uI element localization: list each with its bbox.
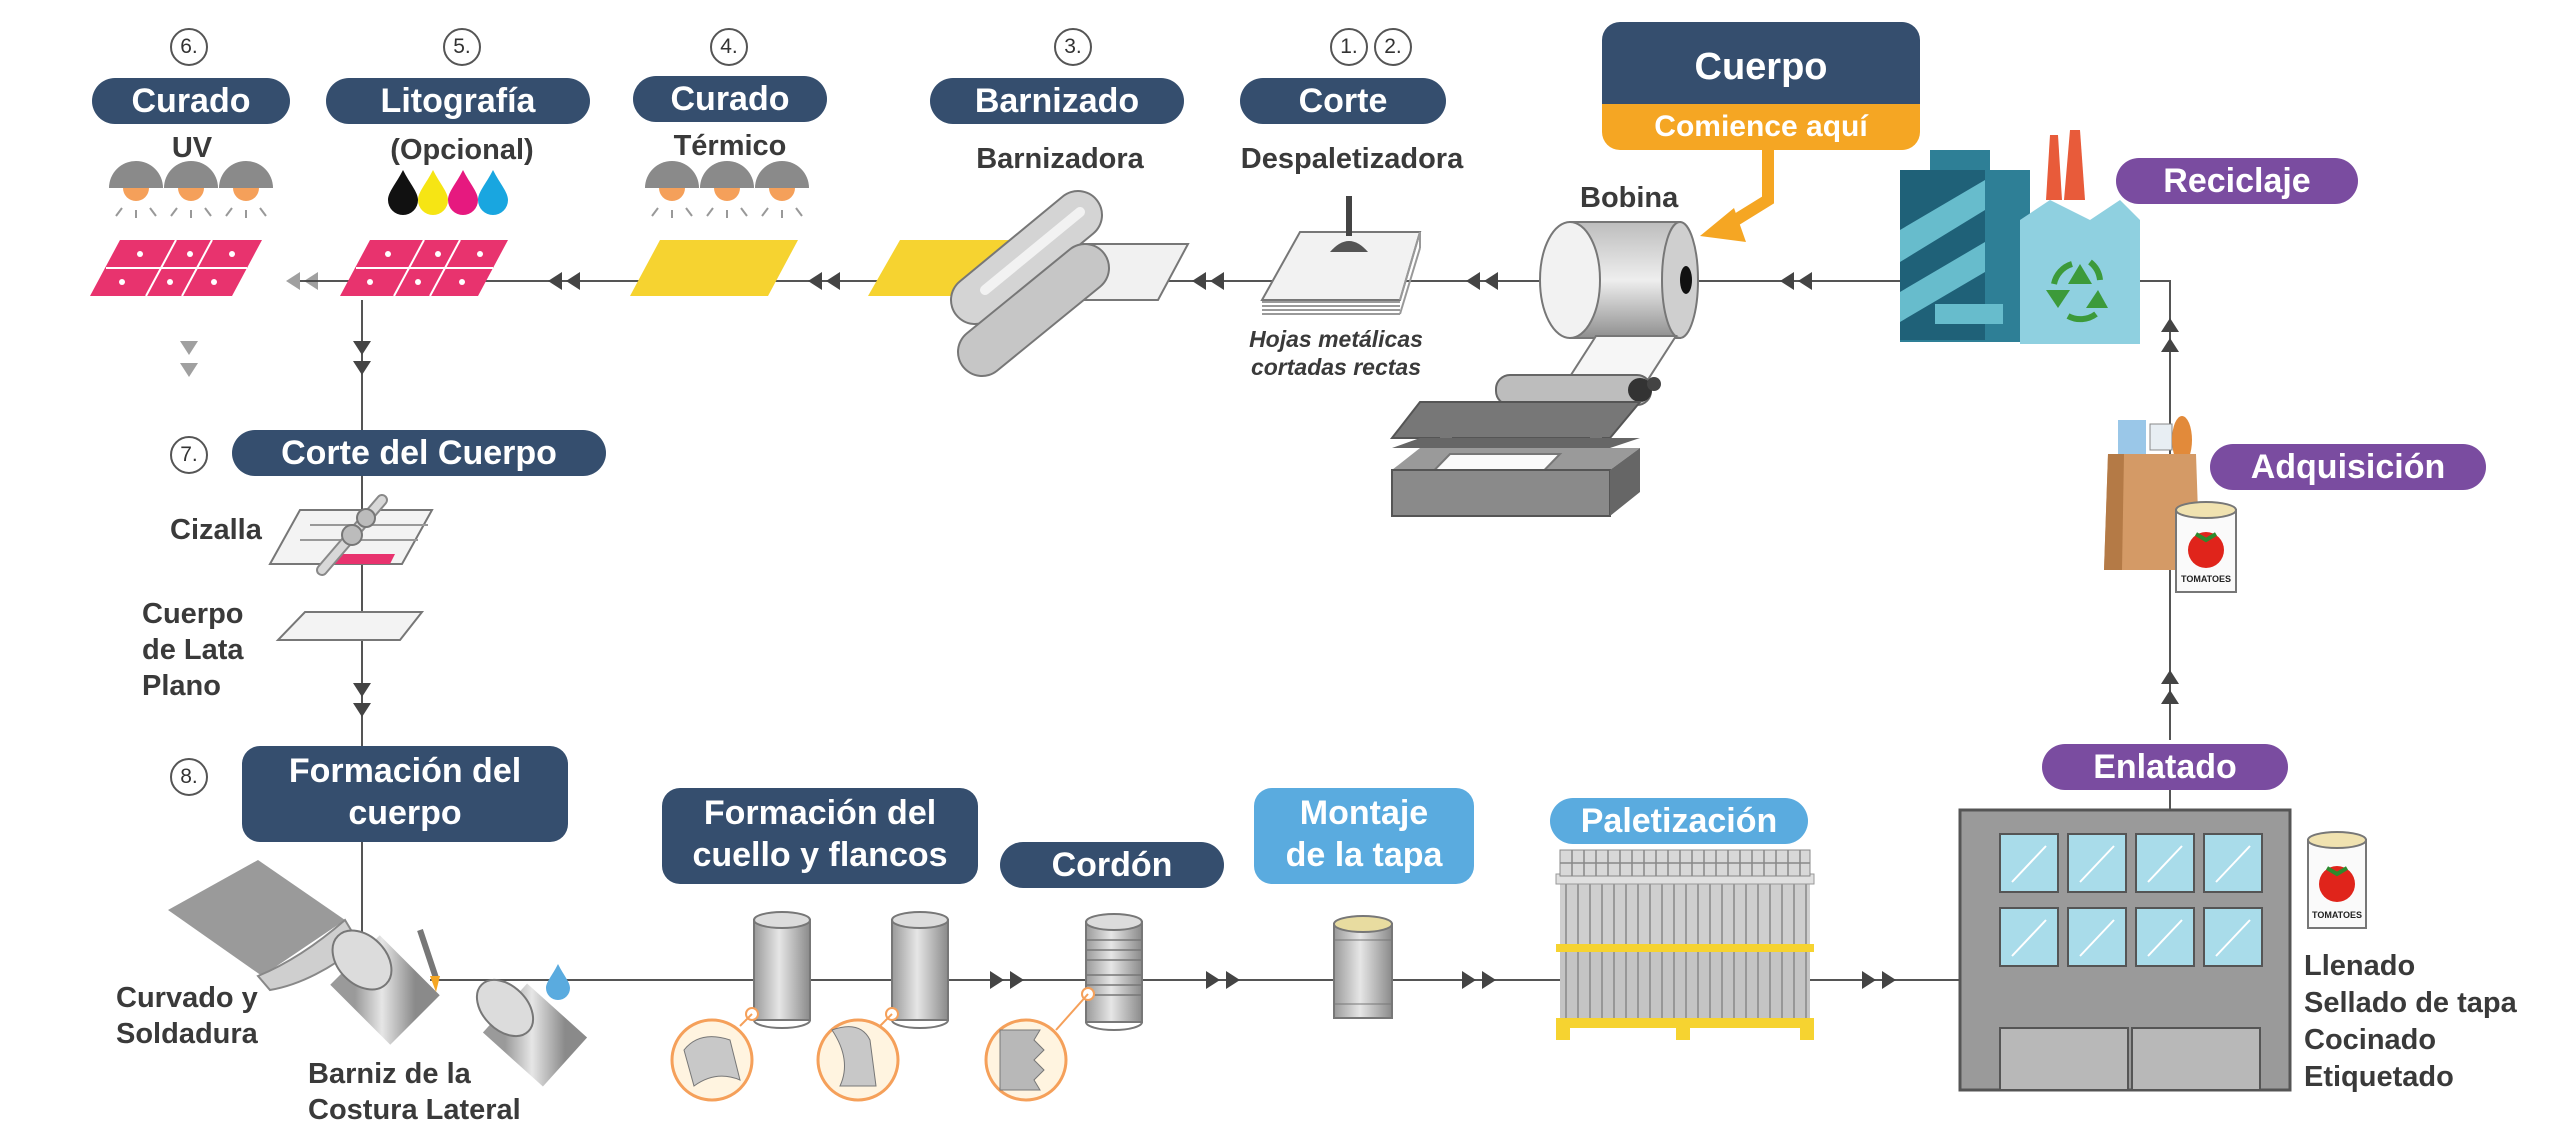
montaje-line1: Montaje: [1299, 794, 1429, 832]
formacion-cuello-line2: cuello y flancos: [692, 836, 948, 874]
bobina-label: Bobina: [1580, 182, 1679, 214]
step-number-5: 5.: [443, 28, 481, 66]
yellow-sheet-icon: [630, 240, 798, 296]
flat-can-body-icon: [275, 611, 425, 641]
cuerpo-title: Cuerpo: [1602, 22, 1920, 106]
flat-body-line2: de Lata: [142, 634, 244, 666]
step-number-2: 2.: [1374, 28, 1412, 66]
curado-uv-title: Curado: [92, 78, 290, 124]
formacion-cuello-line1: Formación del: [703, 794, 937, 832]
termico-label: Térmico: [673, 130, 787, 162]
flat-body-line3: Plano: [142, 670, 221, 702]
sheet-stack-icon: [1260, 196, 1422, 315]
barnizado-title: Barnizado: [930, 78, 1184, 124]
step-number-4: 4.: [710, 28, 748, 66]
cordon-title: Cordón: [1000, 842, 1224, 888]
montaje-line2: de la tapa: [1285, 836, 1443, 874]
tomato-can-icon-2: [2307, 831, 2367, 929]
barnizadora-label: Barnizadora: [976, 143, 1144, 175]
start-here-label: Comience aquí: [1602, 104, 1920, 150]
uv-lamp-icons: [108, 160, 274, 219]
despaletizadora-label: Despaletizadora: [1240, 143, 1464, 175]
barniz-line1: Barniz de la: [308, 1058, 471, 1090]
task-cocinado: Cocinado: [2304, 1024, 2437, 1056]
varnishing-machine-icon: [868, 190, 1190, 377]
side-seam-varnish-icon: [475, 964, 588, 1087]
litho-sheet-icon: [340, 239, 508, 297]
barniz-line2: Costura Lateral: [308, 1094, 521, 1126]
start-arrow-icon: [1700, 208, 1746, 242]
corte-title: Corte: [1240, 78, 1446, 124]
step-number-3: 3.: [1054, 28, 1092, 66]
task-etiquetado: Etiquetado: [2304, 1061, 2454, 1093]
paletizacion-title: Paletización: [1550, 798, 1808, 844]
can-label-1: TOMATOES: [2180, 574, 2231, 584]
uv-label: UV: [171, 132, 213, 164]
coil-icon: [1539, 221, 1699, 393]
can-end-icon: [1333, 915, 1393, 1019]
step-number-6: 6.: [170, 28, 208, 66]
curado-termico-title: Curado: [633, 76, 827, 122]
litografia-title: Litografía: [326, 78, 590, 124]
body-forming-icon: [168, 860, 440, 1045]
montaje-title: Montaje de la tapa: [1254, 788, 1474, 884]
reciclaje-title: Reciclaje: [2116, 158, 2358, 204]
opcional-label: (Opcional): [390, 134, 534, 166]
formacion-cuerpo-line1: Formación del: [288, 752, 522, 790]
factory-icon: [1900, 130, 2140, 344]
enlatado-title: Enlatado: [2042, 744, 2288, 790]
step-number-8: 8.: [170, 758, 208, 796]
printed-sheet-icon: [90, 239, 262, 297]
formacion-cuello-title: Formación del cuello y flancos: [662, 788, 978, 884]
formacion-cuerpo-title: Formación del cuerpo: [242, 746, 568, 842]
task-sellado: Sellado de tapa: [2304, 987, 2517, 1019]
task-llenado: Llenado: [2304, 950, 2416, 982]
ink-drop-icons: [388, 170, 508, 215]
corte-cuerpo-title: Corte del Cuerpo: [232, 430, 606, 476]
thermal-lamp-icons: [644, 160, 810, 219]
canning-plant-icon: [1958, 808, 2292, 1092]
step-number-1: 1.: [1330, 28, 1368, 66]
can-label-2: TOMATOES: [2311, 910, 2362, 920]
pallet-of-cans-icon: [1555, 849, 1815, 1040]
flat-body-line1: Cuerpo: [142, 598, 244, 630]
formacion-cuerpo-line2: cuerpo: [348, 794, 462, 832]
step-number-7: 7.: [170, 436, 208, 474]
press-machine-icon: [1389, 374, 1661, 517]
curvado-line1: Curvado y: [116, 982, 258, 1014]
tomato-can-icon: [2175, 501, 2237, 593]
hojas-note-line1: Hojas metálicas: [1249, 326, 1423, 352]
curvado-line2: Soldadura: [116, 1018, 258, 1050]
hojas-note-line2: cortadas rectas: [1250, 354, 1422, 380]
recycle-icon: [2046, 259, 2108, 323]
shear-icon: [268, 494, 434, 576]
cizalla-label: Cizalla: [170, 514, 262, 546]
adquisicion-title: Adquisición: [2210, 444, 2486, 490]
